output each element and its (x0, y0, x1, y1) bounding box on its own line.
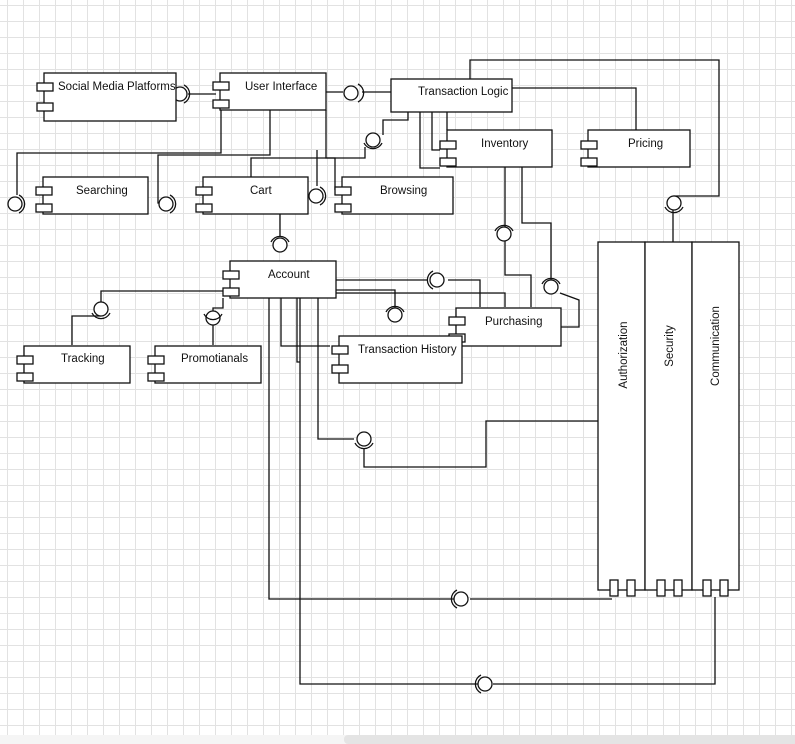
component-label: Account (268, 269, 310, 281)
component-browsing[interactable]: Browsing (334, 176, 454, 215)
interface-ball (308, 188, 324, 204)
component-label: Transaction History (358, 344, 457, 356)
horizontal-scrollbar-thumb[interactable] (344, 735, 795, 744)
component-label: Pricing (628, 138, 663, 150)
component-port-icon (439, 157, 457, 167)
component-label: Searching (76, 185, 128, 197)
interface-socket (450, 589, 458, 609)
component-account[interactable]: Account (222, 260, 337, 299)
interface-ball (429, 272, 445, 288)
interface-socket (354, 442, 374, 450)
component-port-icon (195, 203, 213, 213)
subsystem-port-icon (609, 579, 619, 597)
component-port-icon (331, 364, 349, 374)
interface-socket (385, 305, 405, 313)
interface-socket (494, 224, 514, 232)
component-port-icon (580, 157, 598, 167)
component-port-icon (16, 355, 34, 365)
interface-socket (541, 277, 561, 285)
component-label: Purchasing (485, 316, 543, 328)
interface-ball (7, 196, 23, 212)
component-port-icon (35, 203, 53, 213)
interface-ball (205, 310, 221, 326)
subsystem-port-icon (626, 579, 636, 597)
component-port-icon (222, 270, 240, 280)
component-port-icon (36, 102, 54, 112)
interface-ball (496, 226, 512, 242)
component-searching[interactable]: Searching (35, 176, 149, 215)
component-label: Transaction Logic (418, 86, 509, 98)
interface-socket (664, 206, 684, 214)
interface-socket (183, 84, 191, 104)
component-label: Browsing (380, 185, 427, 197)
interface-socket (91, 312, 111, 320)
component-label: Cart (250, 185, 273, 197)
component-port-icon (212, 81, 230, 91)
component-cart[interactable]: Cart (195, 176, 309, 215)
interface-symbols (7, 83, 684, 694)
component-port-icon (16, 372, 34, 382)
subsystem-authorization[interactable]: Authorization (597, 241, 646, 597)
subsystem-label: Communication (710, 306, 722, 386)
interface-socket (169, 194, 177, 214)
component-port-icon (222, 287, 240, 297)
subsystem-label: Authorization (618, 321, 630, 388)
interface-socket (18, 194, 26, 214)
component-port-icon (36, 82, 54, 92)
interface-ball (477, 676, 493, 692)
component-port-icon (580, 140, 598, 150)
component-label: Social Media Platforms (58, 81, 176, 93)
component-transaction-history[interactable]: Transaction History (331, 335, 463, 384)
component-port-icon (212, 99, 230, 109)
subsystem-label: Security (664, 325, 676, 367)
interface-ball (543, 279, 559, 295)
subsystem-port-icon (673, 579, 683, 597)
component-pricing[interactable]: Pricing (580, 129, 691, 168)
interface-ball (343, 85, 359, 101)
interface-ball (387, 307, 403, 323)
component-inventory[interactable]: Inventory (439, 129, 553, 168)
component-label: Promotianals (181, 353, 248, 365)
component-port-icon (334, 186, 352, 196)
component-label: User Interface (245, 81, 317, 93)
subsystem-port-icon (719, 579, 729, 597)
interface-ball (453, 591, 469, 607)
interface-socket (319, 186, 327, 206)
interface-ball (666, 195, 682, 211)
component-port-icon (439, 140, 457, 150)
interface-socket (474, 674, 482, 694)
interface-ball (158, 196, 174, 212)
subsystem-port-icon (702, 579, 712, 597)
component-port-icon (195, 186, 213, 196)
interface-ball (356, 431, 372, 447)
component-port-icon (334, 203, 352, 213)
interface-socket (363, 142, 383, 150)
component-port-icon (331, 345, 349, 355)
interface-ball (365, 132, 381, 148)
subsystem-port-icon (656, 579, 666, 597)
component-purchasing[interactable]: Purchasing (448, 307, 562, 347)
interface-socket (357, 83, 365, 103)
component-social-media-platforms[interactable]: Social Media Platforms (36, 72, 177, 122)
subsystem-communication[interactable]: Communication (691, 241, 740, 597)
component-port-icon (448, 316, 466, 326)
interface-socket (203, 313, 223, 321)
component-tracking[interactable]: Tracking (16, 345, 131, 384)
component-port-icon (147, 372, 165, 382)
component-label: Inventory (481, 138, 529, 150)
interface-socket (426, 270, 434, 290)
interface-ball (93, 301, 109, 317)
subsystem-security[interactable]: Security (644, 241, 693, 597)
interface-ball (272, 237, 288, 253)
component-user-interface[interactable]: User Interface (212, 72, 327, 111)
component-port-icon (35, 186, 53, 196)
interface-socket (270, 235, 290, 243)
component-port-icon (147, 355, 165, 365)
component-label: Tracking (61, 353, 105, 365)
component-transaction-logic[interactable]: Transaction Logic (390, 78, 513, 113)
component-promotionals[interactable]: Promotianals (147, 345, 262, 384)
